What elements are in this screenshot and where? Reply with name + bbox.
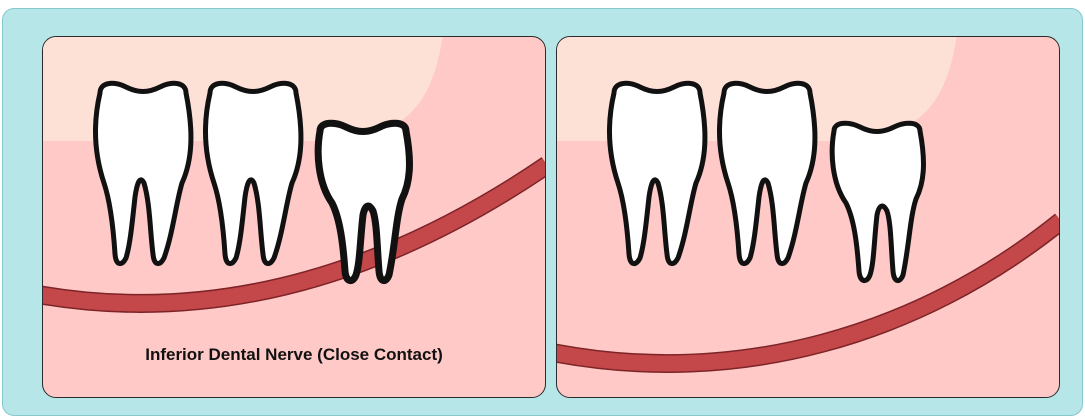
panel-clear	[556, 36, 1060, 398]
molar-tooth-icon	[609, 83, 704, 263]
wisdom-tooth-icon	[832, 123, 923, 280]
jaw-illustration	[557, 37, 1060, 398]
jaw-illustration	[43, 37, 546, 398]
panel-caption: Inferior Dental Nerve (Close Contact)	[43, 345, 545, 365]
panel-close-contact: Inferior Dental Nerve (Close Contact)	[42, 36, 546, 398]
molar-tooth-icon	[205, 83, 300, 263]
molar-tooth-icon	[719, 83, 814, 263]
molar-tooth-icon	[95, 83, 190, 263]
